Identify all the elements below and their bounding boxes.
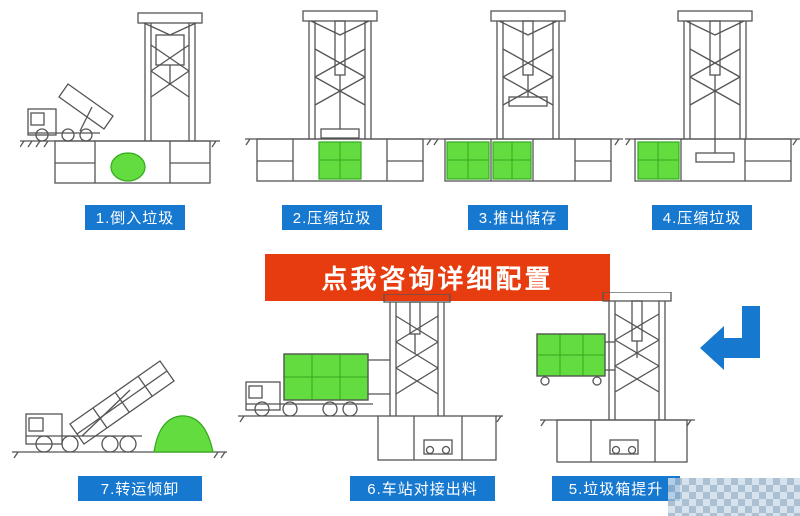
dump-garbage-illustration (20, 12, 220, 184)
garbage-mound (153, 415, 214, 453)
diagram-step-5-container-lift (515, 292, 695, 474)
station-tower (602, 292, 672, 420)
stored-garbage-blocks (446, 141, 532, 180)
transfer-dump-illustration (12, 360, 227, 459)
diagram-step-2-compress-garbage (245, 5, 435, 202)
diagram-step-7-transfer-dump (12, 302, 227, 474)
flow-direction-arrow-icon (700, 306, 762, 382)
step-label-2: 2.压缩垃圾 (282, 205, 382, 230)
garbage-pile (110, 152, 146, 182)
watermark-mosaic (668, 478, 800, 516)
step-label-5: 5.垃圾箱提升 (552, 476, 680, 501)
tipping-truck (27, 83, 114, 142)
underground-pit (540, 419, 695, 463)
lifted-garbage-container (536, 333, 606, 386)
step-label-6: 6.车站对接出料 (350, 476, 495, 501)
compress-garbage-illustration (245, 10, 435, 182)
station-tower (302, 10, 378, 139)
stored-garbage-block (637, 141, 680, 180)
dock-discharge-illustration (238, 294, 503, 461)
underground-pit (20, 140, 220, 184)
underground-pit (377, 415, 497, 461)
consult-banner-button[interactable]: 点我咨询详细配置 (265, 254, 610, 301)
diagram-step-3-push-to-storage (433, 5, 623, 202)
step-label-1: 1.倒入垃圾 (85, 205, 185, 230)
garbage-container-on-truck (283, 353, 369, 401)
station-tower (368, 294, 451, 416)
ground-line (12, 451, 227, 459)
station-tower (137, 12, 203, 141)
transfer-truck (245, 381, 373, 417)
compressed-garbage-block (318, 141, 362, 180)
container-lift-illustration (536, 292, 695, 463)
underground-pit (245, 138, 435, 182)
station-tower (490, 10, 566, 139)
step-label-3: 3.推出储存 (468, 205, 568, 230)
step-label-7: 7.转运倾卸 (78, 476, 202, 501)
push-storage-illustration (433, 10, 623, 182)
underground-pit (433, 138, 623, 182)
diagram-step-1-dump-garbage (20, 5, 220, 202)
underground-pit (625, 138, 800, 182)
dump-truck (25, 360, 175, 453)
station-tower (677, 10, 753, 163)
compress-again-illustration (625, 10, 800, 182)
diagram-step-4-compress-garbage (625, 5, 800, 202)
step-label-4: 4.压缩垃圾 (652, 205, 752, 230)
diagram-step-6-dock-discharge (238, 294, 503, 472)
ground-line (238, 415, 503, 423)
